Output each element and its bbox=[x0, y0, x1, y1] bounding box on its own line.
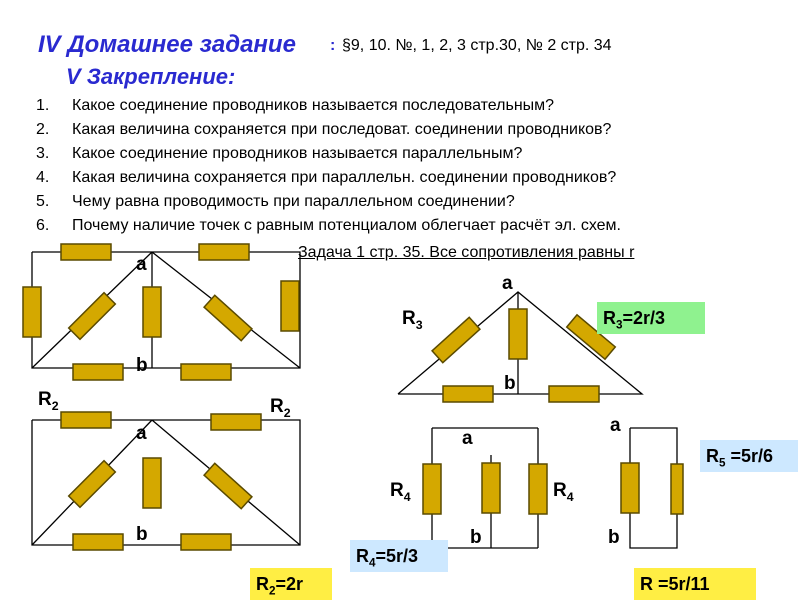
node-label-b: b bbox=[504, 373, 516, 394]
resistor-label-r4: R4 bbox=[553, 480, 574, 504]
result-r2: R2=2r bbox=[250, 568, 332, 600]
circuit-2-resistors bbox=[60, 411, 262, 551]
circuit-1 bbox=[31, 251, 301, 369]
question-item: 3.Какое соединение проводников называетс… bbox=[36, 145, 523, 162]
question-item: 5.Чему равна проводимость при параллельн… bbox=[36, 193, 515, 210]
title-reinforcement: V Закрепление: bbox=[66, 64, 236, 89]
node-label-b: b bbox=[608, 527, 620, 548]
result-total: R =5r/11 bbox=[634, 568, 756, 600]
question-item: 4.Какая величина сохраняется при паралле… bbox=[36, 169, 617, 186]
node-label-a: a bbox=[610, 415, 621, 436]
circuit-4-resistors bbox=[422, 462, 548, 515]
result-r3: R3=2r/3 bbox=[597, 302, 705, 334]
resistor-label-r4: R4 bbox=[390, 480, 411, 504]
circuit-2 bbox=[31, 419, 301, 546]
node-label-b: b bbox=[136, 524, 148, 545]
node-label-a: a bbox=[136, 254, 147, 275]
result-r4: R4=5r/3 bbox=[350, 540, 448, 572]
question-item: 1.Какое соединение проводников называетс… bbox=[36, 97, 555, 114]
node-label-b: b bbox=[470, 527, 482, 548]
node-label-b: b bbox=[136, 355, 148, 376]
title-colon: : bbox=[330, 37, 336, 54]
question-item: 6.Почему наличие точек с равным потенциа… bbox=[36, 217, 621, 234]
homework-assignment: §9, 10. №, 1, 2, 3 стр.30, № 2 стр. 34 bbox=[342, 37, 612, 54]
node-label-a: a bbox=[502, 273, 513, 294]
circuit-3-resistors bbox=[431, 308, 617, 403]
task-statement: Задача 1 стр. 35. Все сопротивления равн… bbox=[298, 244, 635, 261]
resistor-label-r3: R3 bbox=[402, 308, 423, 332]
resistor-label-r2: R2 bbox=[38, 389, 59, 413]
node-label-a: a bbox=[136, 423, 147, 444]
title-homework: IV Домашнее задание bbox=[38, 31, 296, 58]
result-r5: R5 =5r/6 bbox=[700, 440, 798, 472]
node-label-a: a bbox=[462, 428, 473, 449]
circuit-5-resistors bbox=[620, 462, 684, 515]
resistor-label-r2: R2 bbox=[270, 396, 291, 420]
question-list: 1.Какое соединение проводников называетс… bbox=[30, 94, 621, 238]
question-item: 2.Какая величина сохраняется при последо… bbox=[36, 121, 612, 138]
circuit-1-resistors bbox=[22, 243, 300, 381]
